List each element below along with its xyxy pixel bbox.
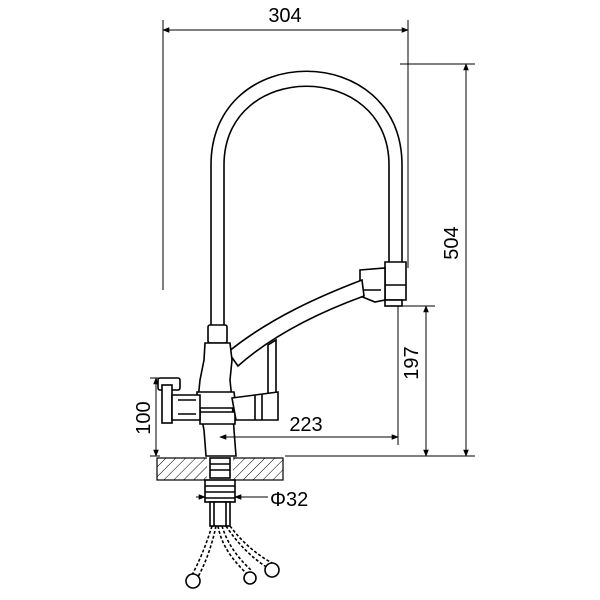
dim-label-overall-height: 504 <box>441 226 463 259</box>
dim-label-overall-width: 304 <box>268 5 301 27</box>
dim-label-spout-height: 197 <box>401 346 423 379</box>
mounting-shank <box>204 457 236 527</box>
dim-overall-height: 504 <box>285 63 475 457</box>
dim-label-shank-diameter: Φ32 <box>270 489 308 511</box>
spray-head <box>359 261 407 307</box>
flexible-spout <box>210 70 403 330</box>
dim-label-spout-reach: 223 <box>289 414 322 436</box>
spout-arm <box>226 278 365 368</box>
dim-overall-width: 304 <box>162 5 409 290</box>
dim-body-height: 100 <box>133 377 165 457</box>
faucet-body <box>196 342 237 457</box>
left-handle <box>157 377 201 424</box>
dim-spout-reach: 223 <box>219 306 399 445</box>
right-handle <box>231 338 279 421</box>
dim-label-body-height: 100 <box>133 401 155 434</box>
hose-collar <box>207 324 228 344</box>
dim-shank-diameter: Φ32 <box>196 489 308 511</box>
supply-hoses <box>185 525 280 589</box>
dim-spout-height: 197 <box>398 305 435 457</box>
